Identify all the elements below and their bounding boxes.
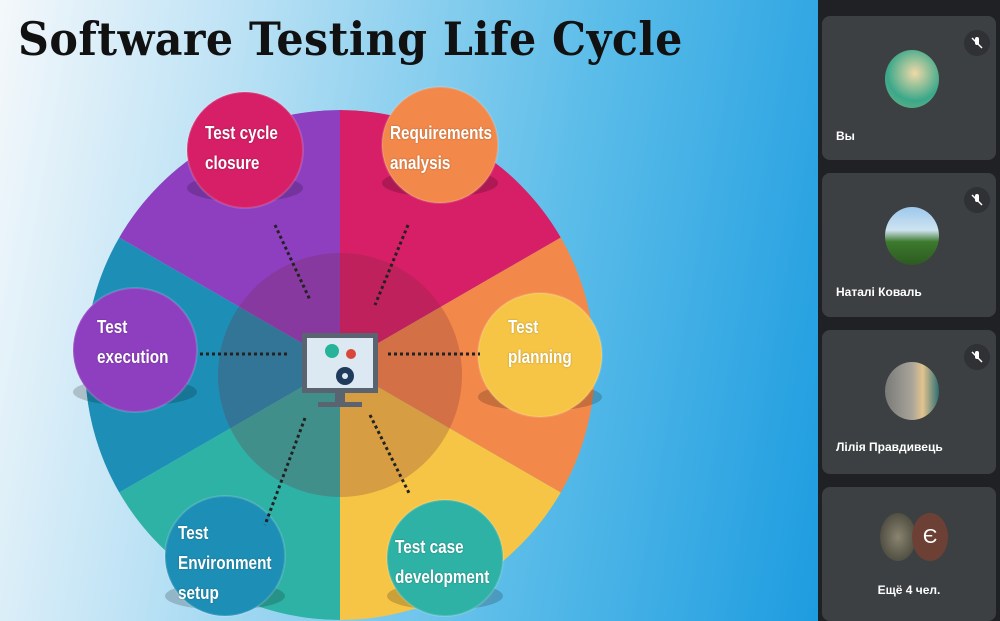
disc-closure: [186, 91, 304, 209]
computer-gears-icon: [302, 333, 378, 407]
connector-lines: [200, 224, 480, 526]
avatar-letter: Є: [912, 513, 948, 561]
disc-case-development: [386, 499, 504, 617]
avatar: [880, 513, 916, 561]
participant-name: Наталі Коваль: [836, 285, 922, 299]
avatar: [885, 50, 939, 108]
more-participants-label: Ещё 4 чел.: [877, 583, 941, 597]
participant-tile[interactable]: Лілія Правдивець: [822, 330, 996, 474]
participant-name: Лілія Правдивець: [836, 440, 943, 454]
disc-requirements: [381, 86, 499, 204]
participants-panel: Вы Наталі Коваль Лілія Правдивець Є Ещё …: [818, 0, 1000, 621]
more-participants-tile[interactable]: Є Ещё 4 чел.: [822, 487, 996, 621]
participant-tile[interactable]: Наталі Коваль: [822, 173, 996, 317]
participant-name: Вы: [836, 129, 855, 143]
stlc-diagram: [72, 86, 603, 620]
avatar: [885, 207, 939, 265]
avatar: [885, 362, 939, 420]
mic-off-icon: [964, 187, 990, 213]
mic-off-icon: [964, 30, 990, 56]
slide-title: Software Testing Life Cycle: [18, 12, 683, 66]
participant-tile[interactable]: Вы: [822, 16, 996, 160]
disc-environment: [164, 495, 286, 617]
mic-off-icon: [964, 344, 990, 370]
disc-execution: [72, 287, 198, 413]
